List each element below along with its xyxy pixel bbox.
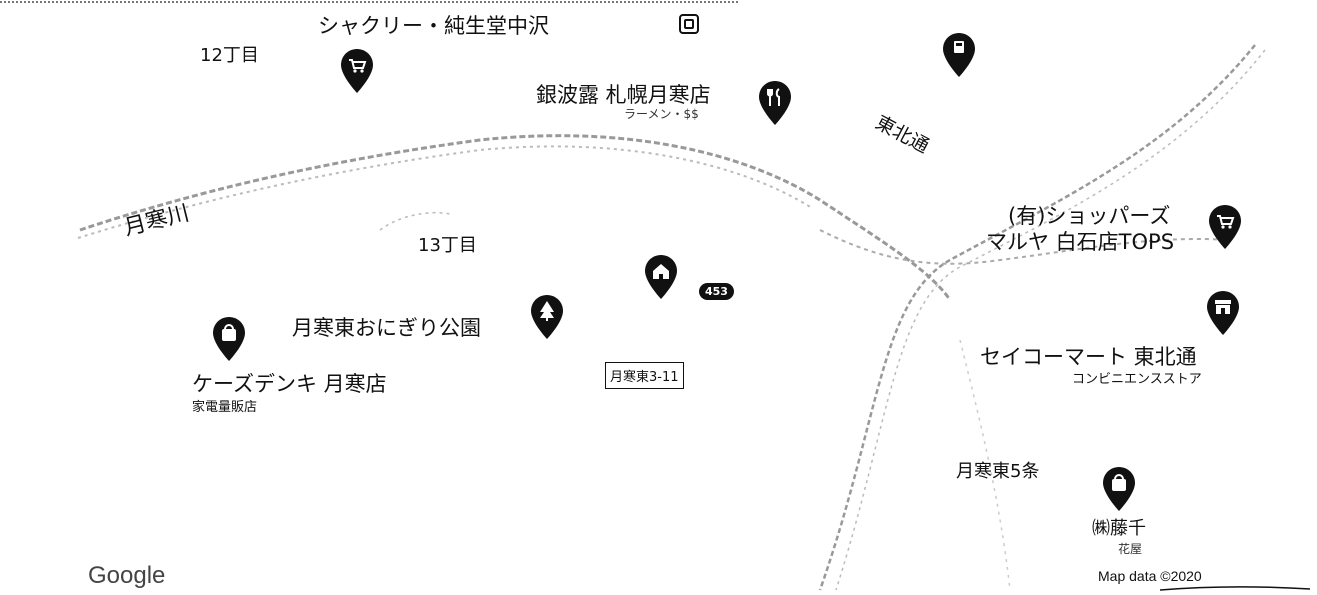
map-attribution[interactable]: Map data ©2020 — [1098, 568, 1202, 584]
poi-sublabel-ks-denki: 家電量販店 — [192, 400, 258, 415]
shopping-bag-pin-icon-2[interactable] — [1102, 466, 1136, 512]
road-minor-2 — [379, 211, 451, 231]
road-tohoku-dori — [818, 44, 1256, 591]
poi-sublabel-fujisen: 花屋 — [1118, 542, 1143, 556]
poi-label-shoppers[interactable]: (有)ショッパーズ — [1008, 204, 1171, 228]
attribution-underline — [1160, 586, 1310, 591]
poi-label-fujisen[interactable]: ㈱藤千 — [1092, 518, 1146, 539]
road-cross — [819, 229, 1231, 265]
poi-label-park[interactable]: 月寒東おにぎり公園 — [292, 316, 481, 340]
transit-icon[interactable] — [679, 14, 699, 34]
convenience-store-pin-icon[interactable] — [1206, 290, 1240, 336]
route-shield-453: 453 — [699, 283, 734, 300]
poi-sublabel-seicomart: コンビニエンスストア — [1072, 372, 1202, 387]
google-logo: Google — [88, 562, 166, 589]
district-label-13: 13丁目 — [418, 235, 477, 256]
home-pin-icon[interactable] — [644, 254, 678, 300]
poi-sublabel-ginhasou: ラーメン・$$ — [624, 107, 699, 121]
generic-pin-icon[interactable] — [942, 32, 976, 78]
address-label: 月寒東3-11 — [605, 362, 684, 389]
poi-label-ginhasou[interactable]: 銀波露 札幌月寒店 — [536, 83, 711, 107]
poi-label-sakuri[interactable]: シャクリー・純生堂中沢 — [318, 14, 549, 38]
shopping-cart-pin-icon-2[interactable] — [1208, 204, 1242, 250]
poi-label-seicomart[interactable]: セイコーマート 東北通 — [980, 345, 1197, 369]
poi-label-maruya[interactable]: マルヤ 白石店TOPS — [986, 230, 1175, 254]
road-tohoku-dori-edge — [835, 49, 1266, 591]
shopping-cart-pin-icon[interactable] — [340, 48, 374, 94]
poi-label-ks-denki[interactable]: ケーズデンキ 月寒店 — [192, 372, 387, 396]
district-label-12: 12丁目 — [200, 45, 259, 66]
shopping-bag-pin-icon[interactable] — [212, 316, 246, 362]
park-pin-icon[interactable] — [530, 294, 564, 340]
district-label-tsukisamu5: 月寒東5条 — [956, 461, 1040, 482]
restaurant-pin-icon[interactable] — [758, 80, 792, 126]
river-line — [79, 134, 952, 301]
